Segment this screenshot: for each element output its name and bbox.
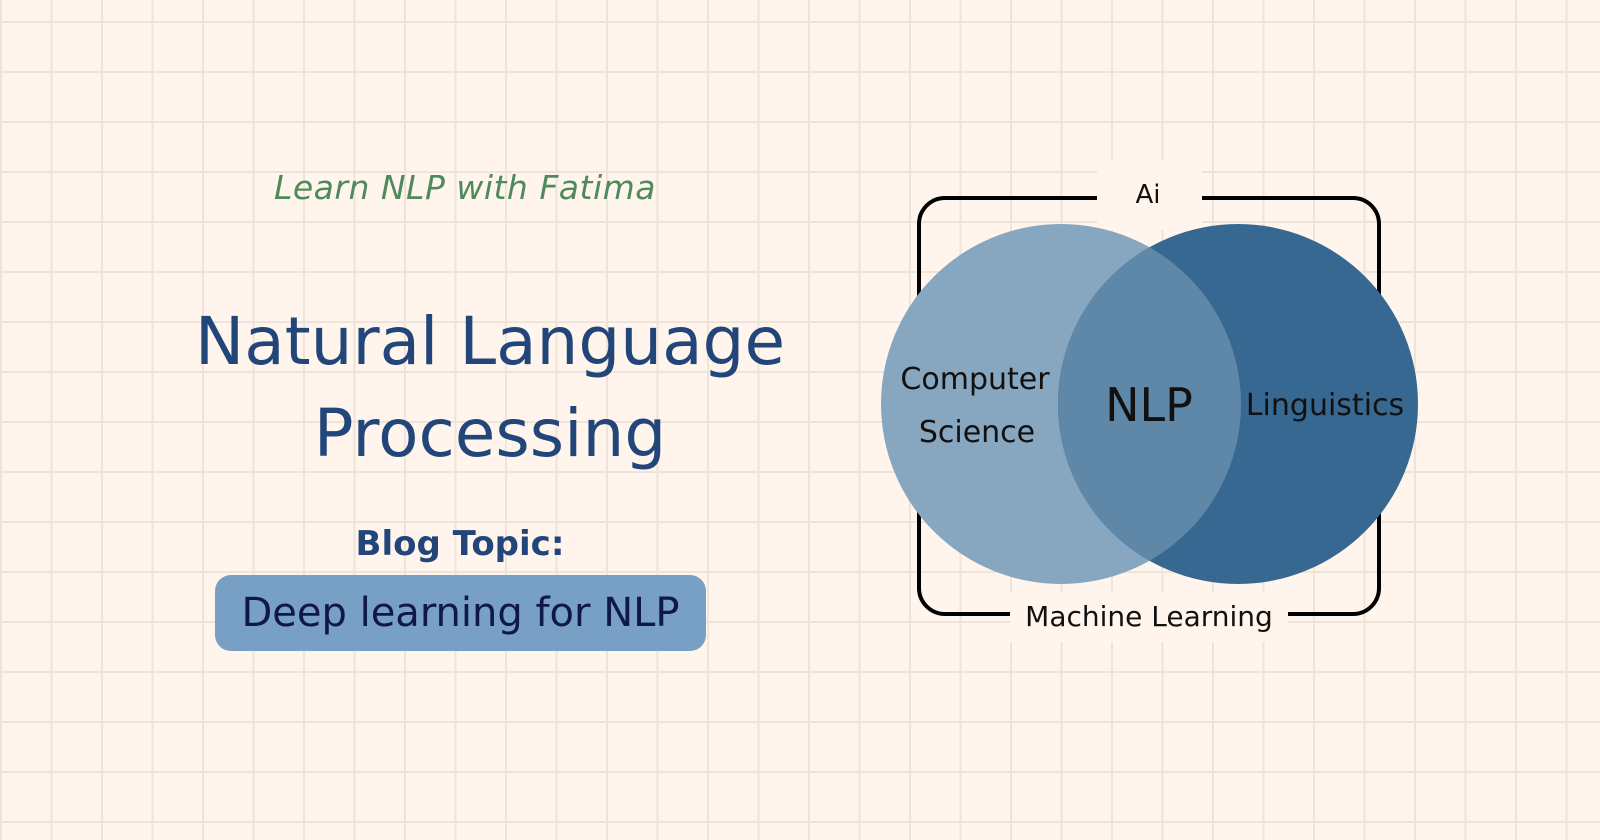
title-line-1: Natural Language (194, 303, 786, 380)
computer-science-label-2: Science (919, 415, 1035, 450)
tagline: Learn NLP with Fatima (273, 168, 657, 207)
ml-label-background (1010, 592, 1288, 642)
computer-science-label-1: Computer (900, 362, 1050, 397)
machine-learning-label: Machine Learning (1025, 600, 1273, 633)
title-line-2: Processing (313, 395, 667, 472)
nlp-label: NLP (1105, 378, 1193, 432)
ai-label-background (1097, 160, 1202, 230)
page-title: Natural Language Processing (150, 296, 830, 480)
ai-label: Ai (1135, 180, 1160, 210)
blog-topic-badge: Deep learning for NLP (215, 575, 706, 651)
blog-topic-label: Blog Topic: (355, 524, 565, 564)
nlp-overlap (1058, 224, 1241, 584)
blog-topic-value: Deep learning for NLP (241, 590, 680, 636)
linguistics-label: Linguistics (1246, 388, 1404, 423)
